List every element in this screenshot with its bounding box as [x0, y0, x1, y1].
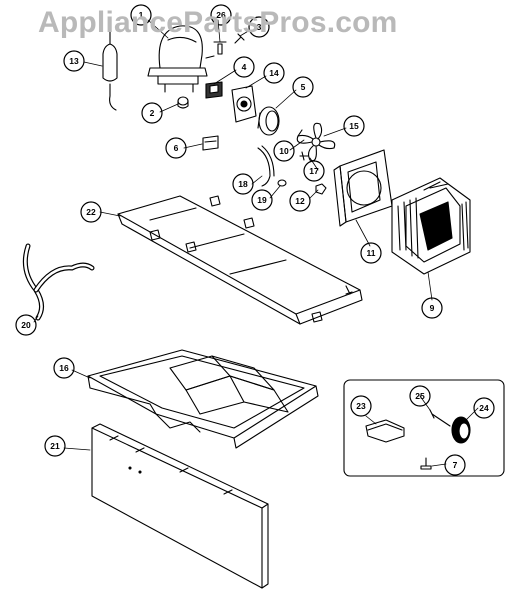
svg-text:20: 20	[21, 320, 31, 330]
inset-box	[343, 379, 505, 477]
site-watermark: AppliancePartsPros.com	[38, 6, 398, 39]
fan-shroud	[333, 149, 393, 227]
svg-text:6: 6	[174, 143, 179, 153]
capacitor-tube	[102, 29, 118, 111]
callout-24: 24	[473, 397, 495, 419]
fan-motor	[257, 106, 280, 136]
callout-14: 14	[263, 62, 285, 84]
toe-grille	[91, 423, 269, 589]
svg-text:2: 2	[150, 108, 155, 118]
shroud-bracket	[257, 145, 275, 187]
svg-text:16: 16	[59, 363, 69, 373]
condenser	[391, 177, 471, 275]
base-pan	[117, 195, 363, 325]
callout-3: 3	[248, 16, 270, 38]
svg-text:11: 11	[367, 248, 376, 258]
callout-23: 23	[350, 395, 372, 417]
callout-22: 22	[80, 201, 102, 223]
callout-11: 11	[360, 242, 382, 264]
nut-19	[277, 179, 287, 187]
svg-text:14: 14	[269, 68, 279, 78]
callout-7: 7	[444, 454, 466, 476]
relay	[205, 81, 223, 99]
callout-20: 20	[15, 314, 37, 336]
callout-9: 9	[421, 297, 443, 319]
callout-13: 13	[63, 50, 85, 72]
svg-text:5: 5	[301, 82, 306, 92]
callout-25: 25	[409, 385, 431, 407]
callout-17: 17	[303, 160, 325, 182]
svg-text:3: 3	[257, 22, 262, 32]
svg-text:22: 22	[86, 207, 96, 217]
svg-text:7: 7	[453, 460, 458, 470]
svg-text:24: 24	[479, 403, 489, 413]
svg-text:23: 23	[356, 401, 366, 411]
svg-text:4: 4	[242, 62, 247, 72]
compressor	[147, 25, 215, 93]
fan-blade	[296, 122, 336, 162]
callout-6: 6	[165, 137, 187, 159]
svg-text:9: 9	[430, 303, 435, 313]
svg-text:21: 21	[50, 441, 60, 451]
callout-18: 18	[232, 173, 254, 195]
svg-text:17: 17	[309, 166, 319, 176]
grommet	[177, 96, 189, 109]
svg-text:1: 1	[139, 10, 144, 20]
svg-text:19: 19	[257, 195, 267, 205]
svg-text:26: 26	[216, 10, 226, 20]
overload	[202, 135, 219, 151]
svg-text:12: 12	[295, 196, 305, 206]
callout-26: 26	[210, 4, 232, 26]
svg-text:13: 13	[69, 56, 79, 66]
callout-5: 5	[292, 76, 314, 98]
callout-12: 12	[289, 190, 311, 212]
callout-19: 19	[251, 189, 273, 211]
callout-15: 15	[343, 115, 365, 137]
callout-10: 10	[273, 140, 295, 162]
drain-pan	[87, 349, 319, 449]
svg-text:25: 25	[415, 391, 425, 401]
fan-bracket	[231, 85, 257, 123]
svg-text:10: 10	[279, 146, 289, 156]
callout-21: 21	[44, 435, 66, 457]
fan-clip	[299, 151, 309, 161]
callout-1: 1	[130, 4, 152, 26]
callouts: 1 26 3 13 4 14 5 2 15 6 10 17 18 19 12 2…	[15, 4, 495, 476]
drain-hose	[22, 243, 95, 321]
svg-text:15: 15	[349, 121, 359, 131]
callout-2: 2	[141, 102, 163, 124]
callout-4: 4	[233, 56, 255, 78]
svg-text:18: 18	[238, 179, 248, 189]
leader-lines	[33, 19, 479, 467]
nut-12	[315, 183, 327, 195]
callout-16: 16	[53, 357, 75, 379]
